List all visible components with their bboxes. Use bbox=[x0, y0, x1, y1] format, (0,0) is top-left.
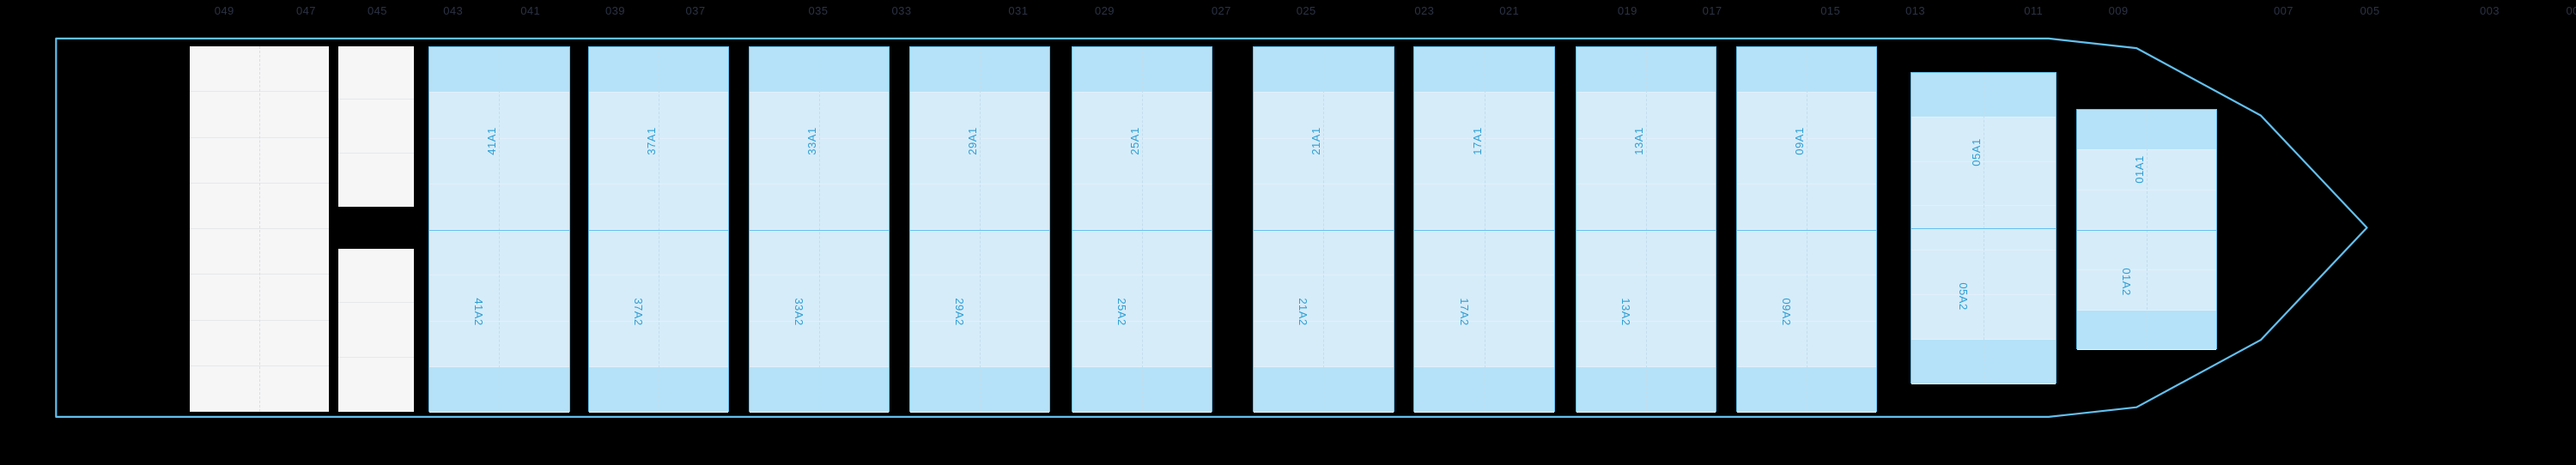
centerline-dash bbox=[258, 46, 260, 413]
bay-label-above-deck: 37A1 bbox=[644, 127, 658, 156]
centerline-dash bbox=[1646, 47, 1648, 412]
ruler-tick-003: 003 bbox=[2479, 4, 2500, 17]
grid-cell[interactable] bbox=[337, 100, 414, 154]
ruler-tick-025: 025 bbox=[1296, 4, 1316, 17]
bay-label-above-deck: 33A1 bbox=[805, 127, 818, 156]
centerline-dash bbox=[1141, 47, 1143, 412]
ruler-tick-029: 029 bbox=[1095, 4, 1115, 17]
bay-05[interactable]: 05A1 05A2 bbox=[1911, 72, 2057, 384]
ruler-tick-021: 021 bbox=[1499, 4, 1520, 17]
ruler-tick-007: 007 bbox=[2273, 4, 2293, 17]
bay-label-above-deck: 41A1 bbox=[485, 127, 499, 156]
centerline-dash bbox=[979, 47, 981, 412]
grid-cell[interactable] bbox=[338, 358, 414, 413]
ruler-tick-049: 049 bbox=[214, 4, 234, 17]
centerline-dash bbox=[499, 47, 501, 412]
ruler-tick-013: 013 bbox=[1905, 4, 1926, 17]
ruler-tick-015: 015 bbox=[1820, 4, 1841, 17]
ruler-tick-039: 039 bbox=[605, 4, 625, 17]
deck-split-line bbox=[1577, 230, 1716, 232]
bay-label-below-deck: 25A2 bbox=[1115, 297, 1128, 326]
aft-house-stack-2-upper[interactable] bbox=[337, 46, 414, 208]
deck-split-line bbox=[909, 230, 1049, 232]
deck-split-line bbox=[1911, 228, 2056, 230]
ruler-tick-043: 043 bbox=[443, 4, 464, 17]
bay-label-above-deck: 25A1 bbox=[1127, 127, 1141, 156]
bay-label-below-deck: 37A2 bbox=[631, 297, 645, 326]
ruler-tick-041: 041 bbox=[520, 4, 541, 17]
ruler-tick-009: 009 bbox=[2108, 4, 2129, 17]
ruler-tick-047: 047 bbox=[296, 4, 316, 17]
bay-17[interactable]: 17A1 17A2 bbox=[1413, 46, 1555, 414]
grid-cell[interactable] bbox=[337, 249, 414, 304]
frame-ruler: 049 047 045 043 041 039 037 035 033 031 029 027 025 0… bbox=[0, 0, 2576, 22]
bay-29[interactable]: 29A1 29A2 bbox=[908, 46, 1050, 414]
deck-split-line bbox=[429, 230, 569, 232]
bay-label-above-deck: 17A1 bbox=[1470, 127, 1484, 156]
bay-label-below-deck: 01A2 bbox=[2119, 267, 2133, 296]
bay-13[interactable]: 13A1 13A2 bbox=[1576, 46, 1717, 414]
aft-house-stack-2-lower[interactable] bbox=[337, 248, 414, 413]
ruler-tick-045: 045 bbox=[367, 4, 387, 17]
bay-label-below-deck: 17A2 bbox=[1457, 297, 1471, 326]
bay-09[interactable]: 09A1 09A2 bbox=[1736, 46, 1878, 414]
deck-split-line bbox=[588, 230, 728, 232]
ruler-tick-031: 031 bbox=[1008, 4, 1029, 17]
ruler-tick-019: 019 bbox=[1617, 4, 1637, 17]
bay-label-below-deck: 29A2 bbox=[952, 297, 966, 326]
bay-label-below-deck: 09A2 bbox=[1780, 297, 1794, 326]
bay-label-above-deck: 01A1 bbox=[2132, 155, 2146, 184]
deck-split-line bbox=[1072, 230, 1212, 232]
deck-split-line bbox=[749, 230, 889, 232]
centerline-dash bbox=[1323, 47, 1325, 412]
bay-37[interactable]: 37A1 37A2 bbox=[587, 46, 729, 414]
ruler-tick-005: 005 bbox=[2360, 4, 2380, 17]
ruler-tick-033: 033 bbox=[891, 4, 912, 17]
bay-label-above-deck: 13A1 bbox=[1632, 127, 1646, 156]
deck-split-line bbox=[1737, 230, 1877, 232]
deck-split-line bbox=[1414, 230, 1554, 232]
aft-house-stack-1[interactable] bbox=[189, 46, 329, 413]
ruler-tick-001: 001 bbox=[2566, 4, 2576, 17]
ruler-tick-027: 027 bbox=[1211, 4, 1231, 17]
centerline-dash bbox=[818, 47, 820, 412]
grid-cell[interactable] bbox=[337, 303, 414, 358]
centerline-dash bbox=[2146, 110, 2148, 349]
bay-label-above-deck: 09A1 bbox=[1793, 127, 1807, 156]
bay-41[interactable]: 41A1 41A2 bbox=[428, 46, 570, 414]
bay-label-below-deck: 33A2 bbox=[792, 297, 805, 326]
bay-25[interactable]: 25A1 25A2 bbox=[1071, 46, 1212, 414]
bay-01[interactable]: 01A1 01A2 bbox=[2075, 109, 2217, 351]
ruler-tick-035: 035 bbox=[808, 4, 829, 17]
ruler-tick-017: 017 bbox=[1702, 4, 1722, 17]
bay-33[interactable]: 33A1 33A2 bbox=[748, 46, 890, 414]
bay-label-below-deck: 13A2 bbox=[1619, 297, 1633, 326]
bay-label-below-deck: 05A2 bbox=[1956, 282, 1970, 311]
grid-cell[interactable] bbox=[338, 154, 414, 207]
deck-split-line bbox=[1254, 230, 1394, 232]
ruler-tick-037: 037 bbox=[685, 4, 706, 17]
bay-label-above-deck: 05A1 bbox=[1969, 138, 1983, 166]
ruler-tick-023: 023 bbox=[1414, 4, 1435, 17]
bay-label-below-deck: 21A2 bbox=[1297, 297, 1310, 326]
ruler-tick-011: 011 bbox=[2024, 4, 2044, 17]
bay-label-below-deck: 41A2 bbox=[472, 297, 486, 326]
bay-label-above-deck: 29A1 bbox=[965, 127, 979, 156]
bay-label-above-deck: 21A1 bbox=[1309, 127, 1323, 156]
deck-split-line bbox=[2076, 230, 2216, 232]
bay-21[interactable]: 21A1 21A2 bbox=[1253, 46, 1394, 414]
grid-cell[interactable] bbox=[337, 46, 414, 100]
